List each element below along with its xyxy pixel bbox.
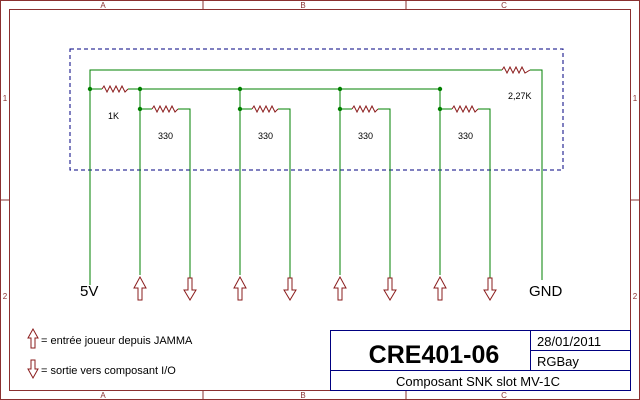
resistor-330-3 bbox=[351, 104, 379, 114]
frame-col-c-top: C bbox=[501, 1, 507, 10]
frame-row-2-right: 2 bbox=[633, 292, 638, 301]
component-boundary bbox=[69, 48, 564, 171]
up-arrow-icon bbox=[133, 275, 147, 301]
label-r4: 330 bbox=[358, 131, 373, 141]
resistor-2-27k bbox=[501, 65, 531, 75]
down-arrow-icon bbox=[383, 277, 397, 301]
label-r6: 2,27K bbox=[508, 91, 532, 101]
frame-row-1-left: 1 bbox=[3, 94, 8, 103]
label-r3: 330 bbox=[258, 131, 273, 141]
frame-row-1-right: 1 bbox=[633, 94, 638, 103]
frame-col-b-bottom: B bbox=[300, 391, 305, 400]
up-arrow-icon bbox=[433, 275, 447, 301]
down-arrow-icon bbox=[283, 277, 297, 301]
output-pins bbox=[183, 277, 497, 301]
frame-col-c-bottom: C bbox=[501, 391, 507, 400]
label-r1: 1K bbox=[108, 111, 119, 121]
title-code: CRE401-06 bbox=[369, 341, 500, 369]
down-arrow-icon bbox=[27, 359, 39, 380]
pin-label-5v: 5V bbox=[80, 283, 98, 300]
down-arrow-icon bbox=[183, 277, 197, 301]
title-author: RGBay bbox=[537, 354, 579, 369]
title-block bbox=[330, 330, 631, 391]
label-r2: 330 bbox=[158, 131, 173, 141]
frame-col-a-bottom: A bbox=[100, 391, 106, 400]
wires bbox=[89, 69, 543, 285]
title-description: Composant SNK slot MV-1C bbox=[396, 374, 560, 389]
junctions bbox=[87, 86, 443, 112]
legend-input-text: = entrée joueur depuis JAMMA bbox=[41, 335, 193, 347]
frame-col-a-top: A bbox=[100, 1, 106, 10]
pin-label-gnd: GND bbox=[529, 283, 563, 300]
resistor-330-4 bbox=[451, 104, 479, 114]
label-r5: 330 bbox=[458, 131, 473, 141]
up-arrow-icon bbox=[27, 327, 39, 349]
frame-col-b-top: B bbox=[300, 1, 305, 10]
up-arrow-icon bbox=[333, 275, 347, 301]
resistor-330-2 bbox=[251, 104, 279, 114]
resistor-330-1 bbox=[151, 104, 179, 114]
legend-output-text: = sortie vers composant I/O bbox=[41, 365, 176, 377]
title-date: 28/01/2011 bbox=[537, 334, 601, 349]
up-arrow-icon bbox=[233, 275, 247, 301]
resistor-symbols bbox=[101, 65, 531, 114]
resistor-1k bbox=[101, 84, 129, 94]
input-pins bbox=[133, 275, 447, 301]
frame-row-2-left: 2 bbox=[3, 292, 8, 301]
legend: = entrée joueur depuis JAMMA = sortie ve… bbox=[27, 327, 193, 380]
down-arrow-icon bbox=[483, 277, 497, 301]
